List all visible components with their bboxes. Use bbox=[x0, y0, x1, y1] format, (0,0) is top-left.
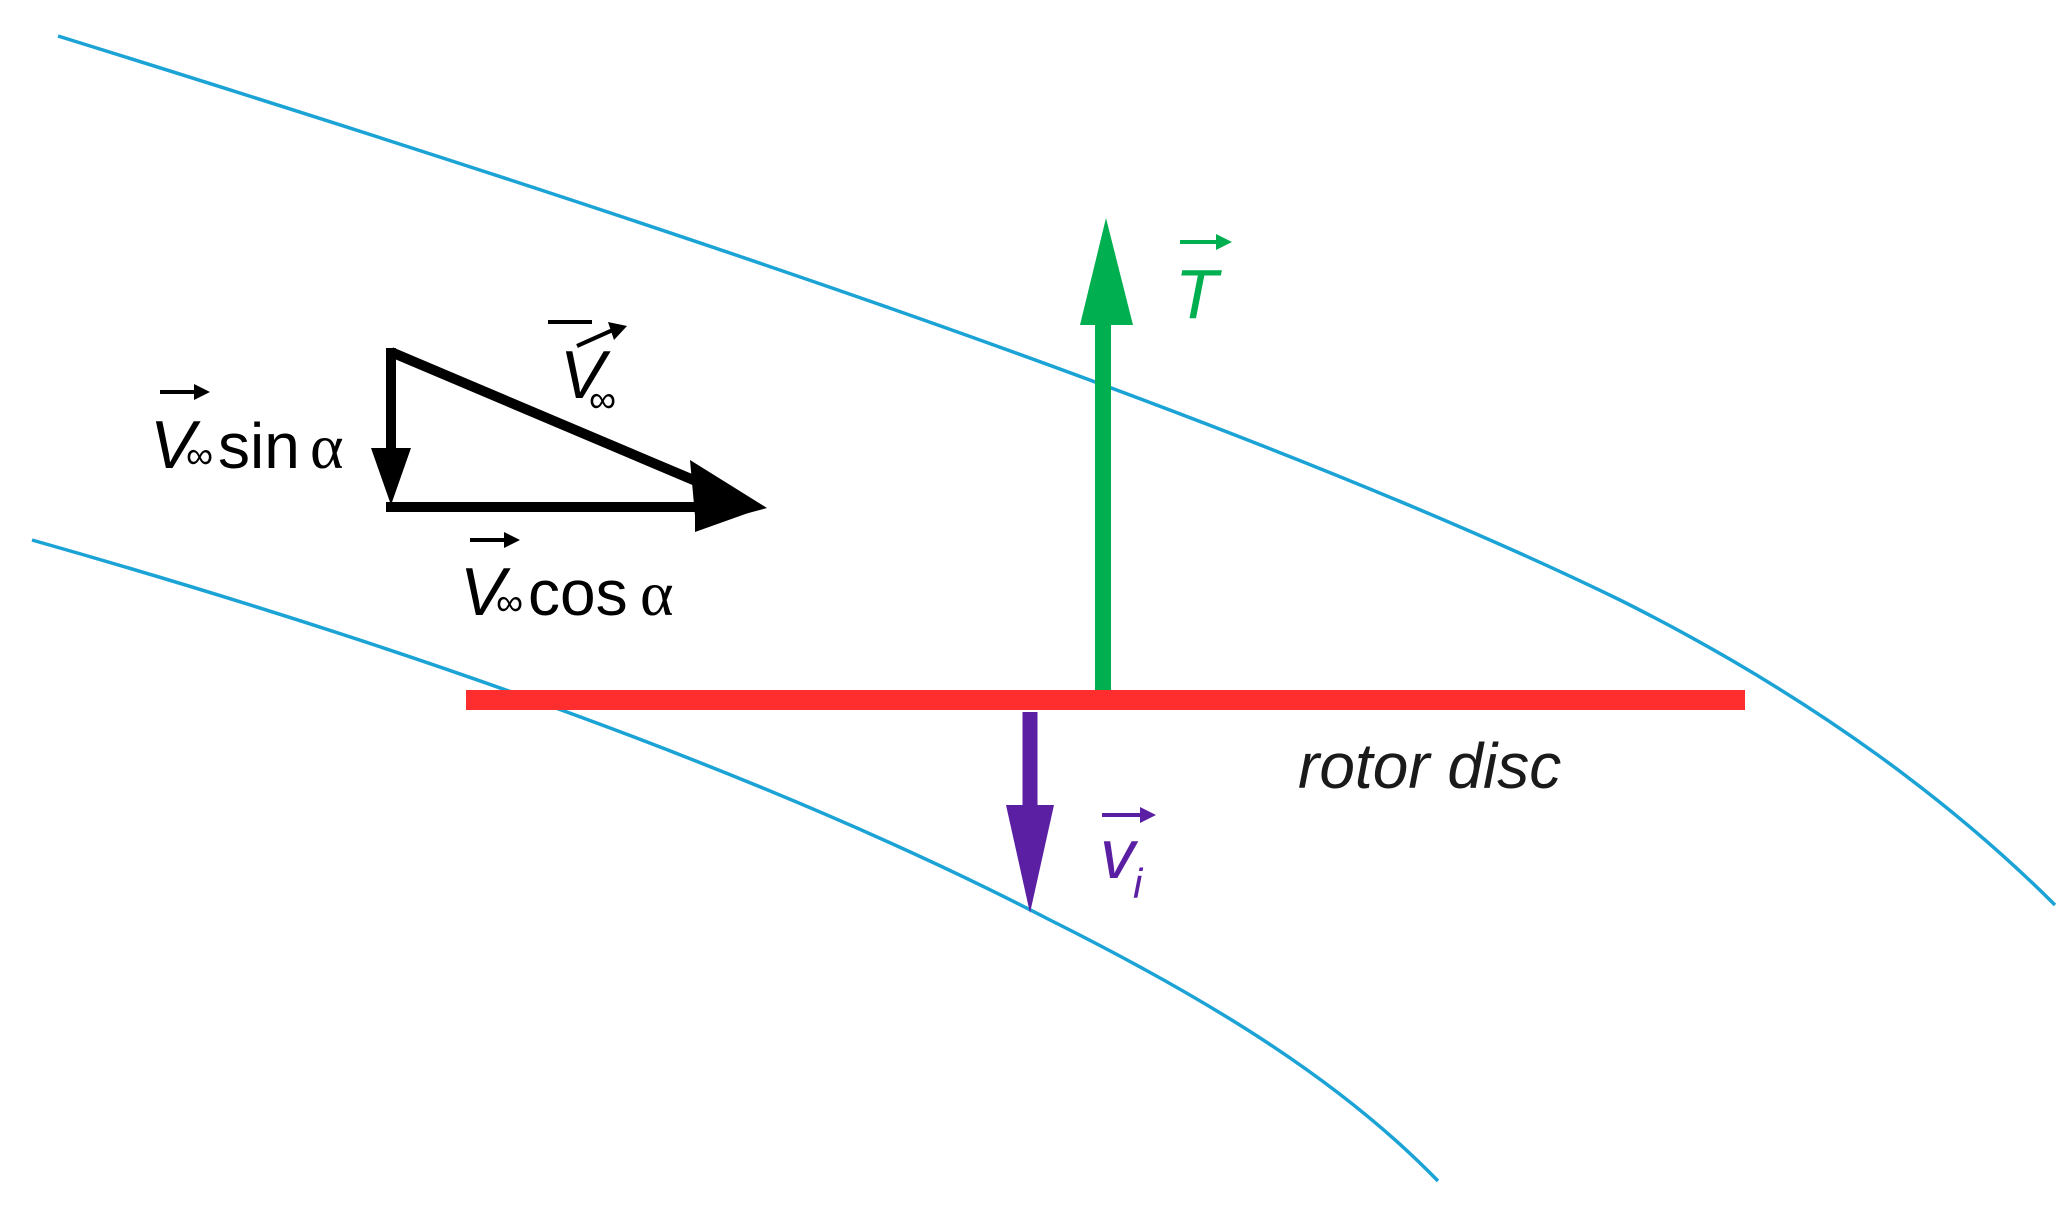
freestream-parallel-angle: α bbox=[640, 558, 674, 629]
freestream-parallel-function: cos bbox=[528, 557, 628, 629]
thrust-label: T bbox=[1175, 234, 1232, 333]
freestream-symbol: V bbox=[560, 337, 611, 413]
induced-velocity-label: v i bbox=[1100, 807, 1156, 907]
thrust-arrow bbox=[1080, 218, 1133, 690]
rotor-disc-label: rotor disc bbox=[1298, 730, 1561, 802]
induced-velocity-symbol: v bbox=[1100, 815, 1139, 893]
freestream-label bbox=[548, 320, 593, 325]
upper-streamline bbox=[57, 34, 2057, 907]
induced-velocity-arrow bbox=[1006, 712, 1054, 913]
freestream-parallel-label: V ∞ cos α bbox=[460, 532, 674, 630]
freestream-normal-label: V ∞ sin α bbox=[150, 384, 344, 483]
lower-streamline bbox=[31, 538, 1440, 1183]
freestream-label-group: V ∞ bbox=[560, 322, 627, 421]
freestream-parallel-subscript: ∞ bbox=[496, 582, 523, 624]
freestream-parallel-symbol: V bbox=[460, 554, 511, 630]
thrust-symbol: T bbox=[1175, 255, 1222, 333]
induced-velocity-subscript: i bbox=[1133, 860, 1144, 907]
freestream-normal-function: sin bbox=[218, 410, 300, 482]
freestream-normal-angle: α bbox=[310, 411, 344, 482]
velocity-triangle bbox=[371, 347, 767, 532]
freestream-normal-symbol: V bbox=[150, 407, 201, 483]
freestream-normal-subscript: ∞ bbox=[186, 435, 213, 477]
freestream-subscript: ∞ bbox=[589, 379, 616, 421]
